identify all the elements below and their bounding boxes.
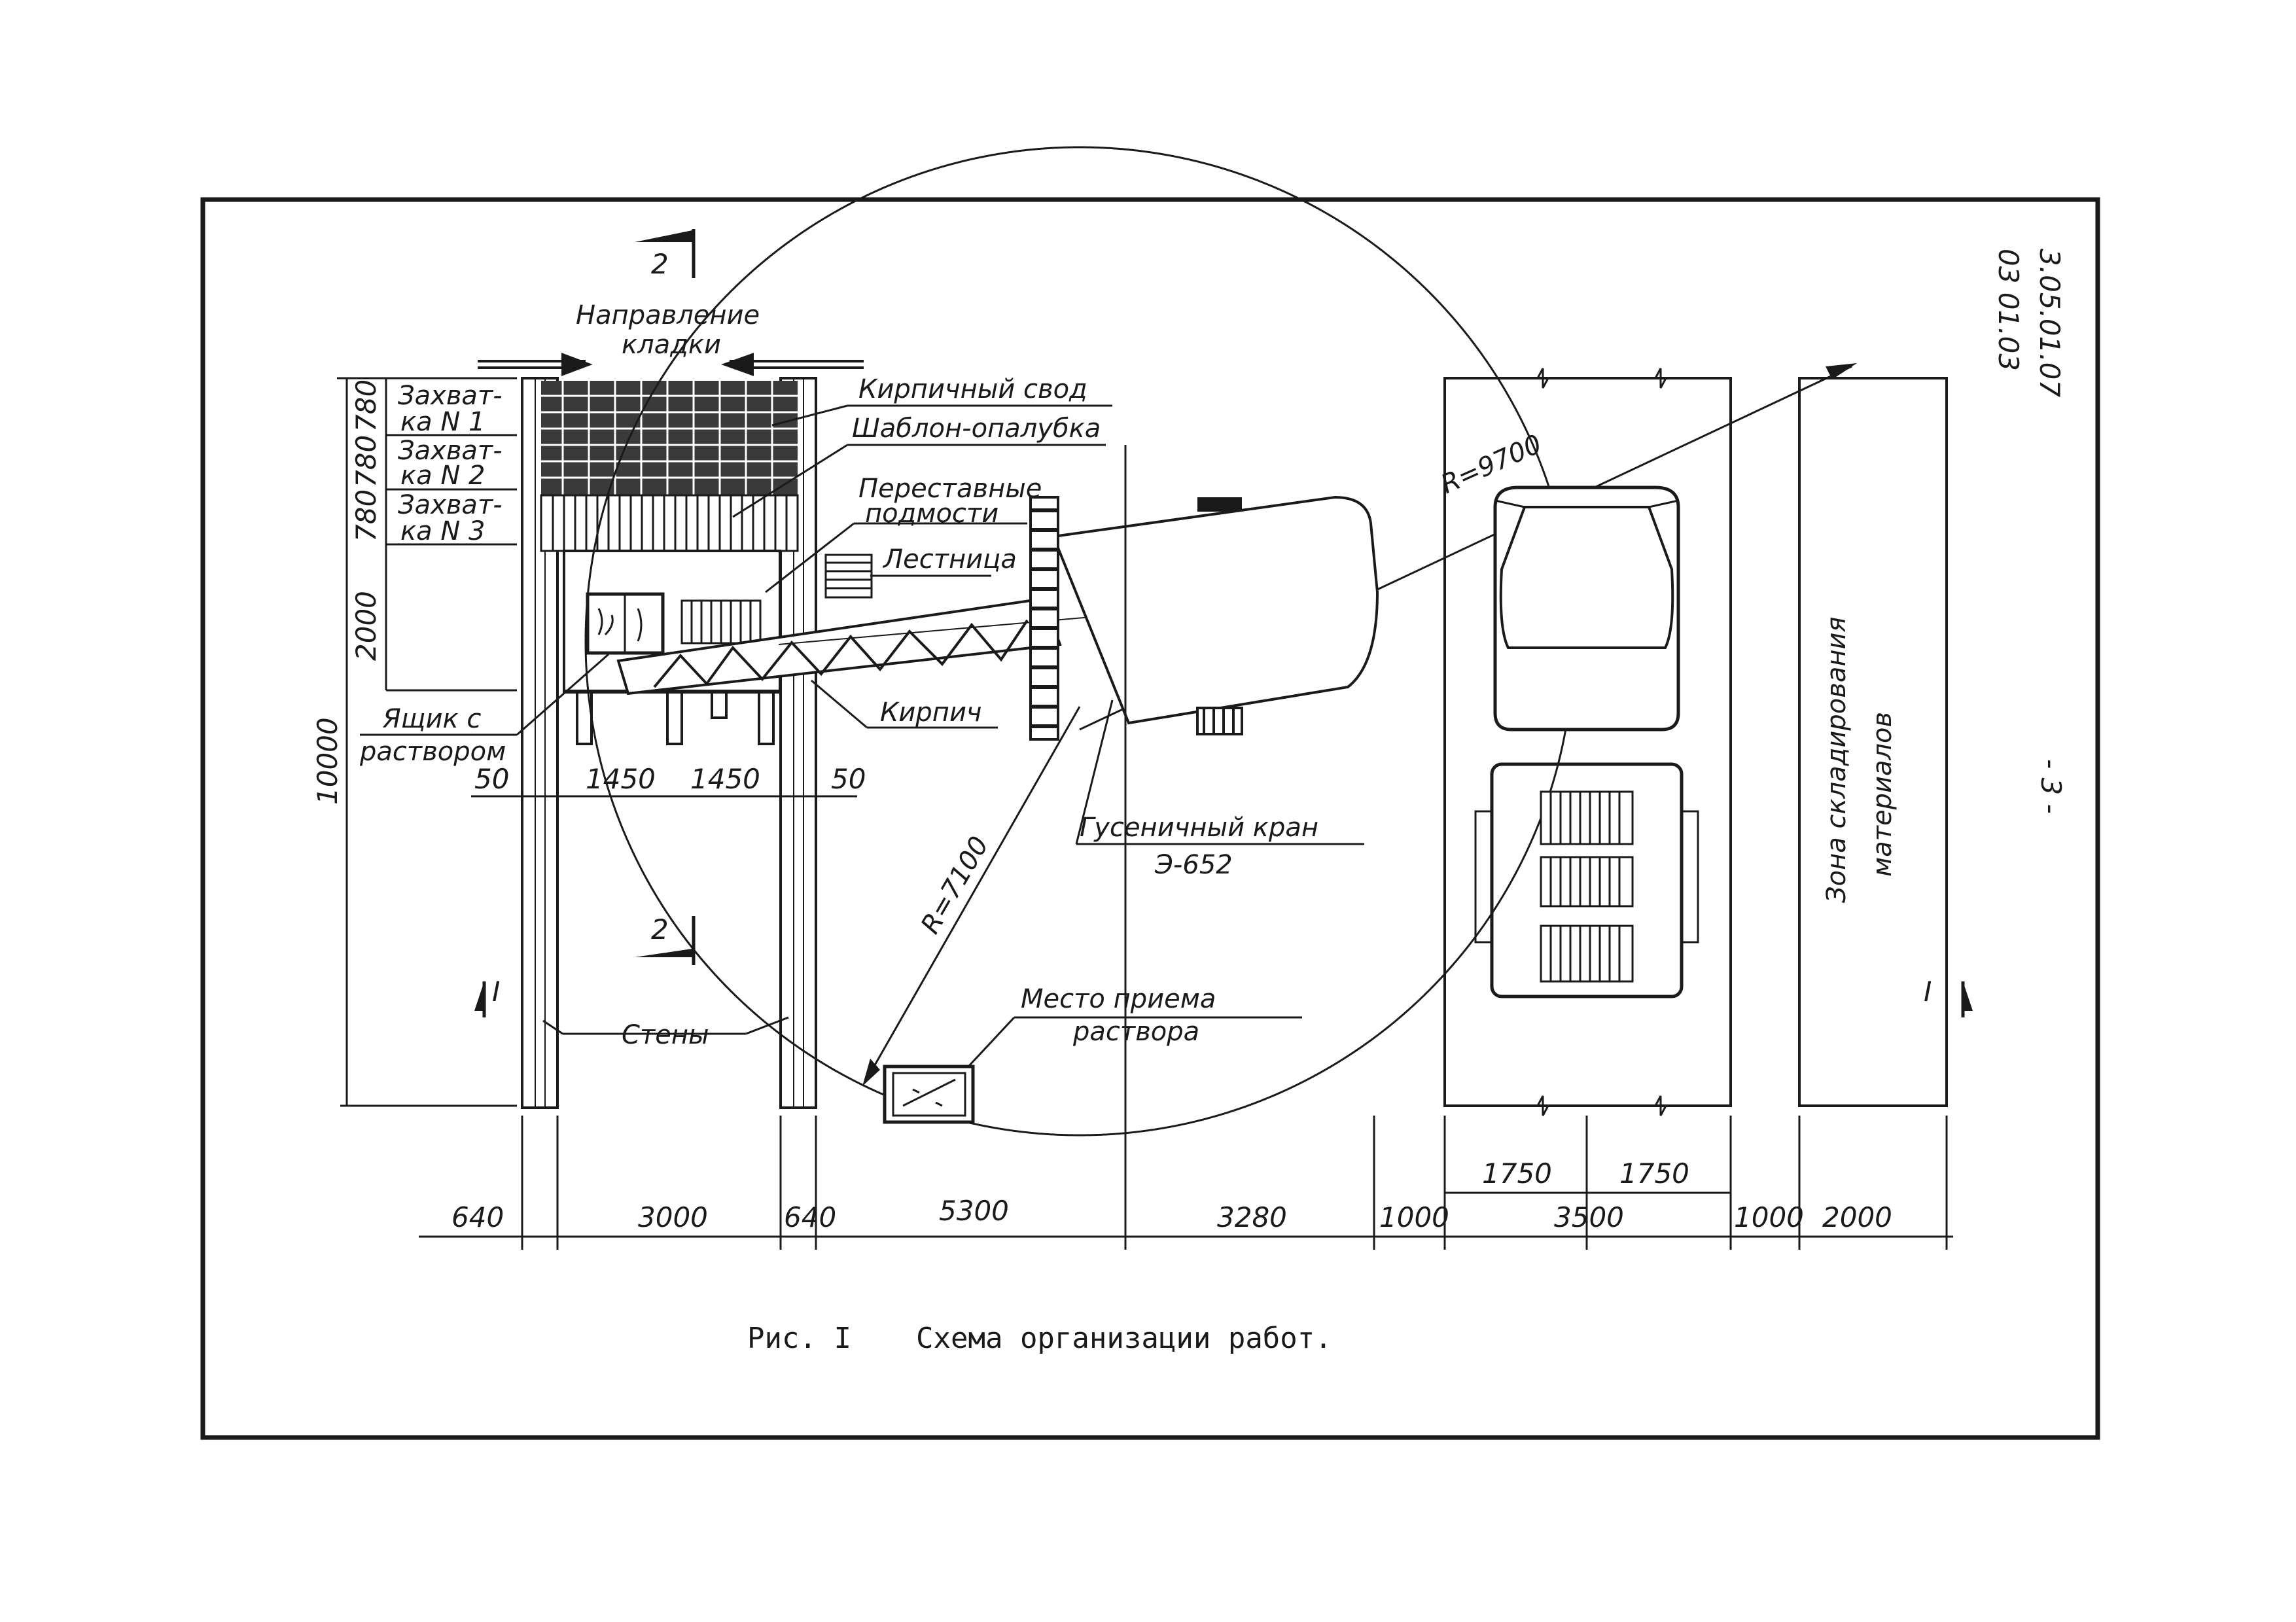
inner-dim-right: 50 <box>831 763 866 795</box>
crane-model-label: Э-652 <box>1154 850 1233 880</box>
bottom-dim-4: 5300 <box>939 1195 1009 1227</box>
inner-dim-1: 1450 <box>586 763 656 795</box>
formwork-label: Шаблон-опалубка <box>852 414 1101 444</box>
radius-arrow-large <box>1826 363 1857 379</box>
ladder <box>824 554 873 599</box>
height-dim-total: 10000 <box>311 717 344 805</box>
direction-arrows <box>478 353 864 376</box>
truck <box>1474 485 1699 998</box>
mortar-place-label: Место приема <box>1021 984 1216 1014</box>
scaffold <box>563 550 781 745</box>
svg-text:I: I <box>1924 976 1932 1008</box>
drawing-frame <box>200 197 2100 1440</box>
mortar-place-label-2: раствора <box>1072 1017 1199 1047</box>
zahvatka-3-label-2: ка N 3 <box>400 516 485 546</box>
storage-zone-label: Зона складирования <box>1822 616 1852 903</box>
section-marker-I-right: I <box>1924 976 1973 1017</box>
crane-cab <box>1051 495 1379 725</box>
brick-vault <box>541 381 798 495</box>
zahvatka-2-label: Захват- <box>398 436 503 466</box>
section-marker-I-left: I <box>474 976 500 1017</box>
bottom-dim-7: 3500 <box>1554 1201 1624 1233</box>
inner-dim-left: 50 <box>474 763 509 795</box>
truck-lane <box>1443 368 1732 1116</box>
document-code: 3.05.01.07 <box>2034 249 2066 397</box>
walls-label: Стены <box>622 1020 709 1050</box>
truck-cargo-pallets <box>1540 790 1634 983</box>
mortar-box-scaffold <box>586 592 665 655</box>
zahvatka-1-label: Захват- <box>398 381 503 411</box>
bottom-dim-2: 3000 <box>638 1201 708 1233</box>
zahvatka-dimension-lines <box>337 377 517 1107</box>
inner-dim-2: 1450 <box>690 763 760 795</box>
mortar-box-label-2: раствором <box>359 737 506 767</box>
bottom-dim-6: 1000 <box>1379 1201 1449 1233</box>
bottom-dim-1: 640 <box>451 1201 504 1233</box>
formwork <box>540 494 799 552</box>
bottom-dim-5: 3280 <box>1217 1201 1287 1233</box>
direction-label: Направление <box>576 300 760 330</box>
zahvatka-1-label-2: ка N 1 <box>400 407 485 437</box>
brick-label: Кирпич <box>880 697 982 728</box>
storage-zone-label-2: материалов <box>1867 712 1898 877</box>
brick-vault-label: Кирпичный свод <box>858 374 1087 404</box>
bottom-dim-8: 1000 <box>1734 1201 1804 1233</box>
svg-text:2: 2 <box>651 913 669 945</box>
svg-text:I: I <box>492 976 500 1008</box>
brick-stack-scaffold <box>680 599 762 644</box>
zahvatka-3-label: Захват- <box>398 490 503 520</box>
crane-track-left <box>1029 496 1059 741</box>
bottom-dim-9: 2000 <box>1822 1201 1892 1233</box>
section-marker-2-top: 2 <box>635 229 696 280</box>
figure-caption: Схема организации работ. <box>916 1322 1332 1355</box>
height-dim-2: 780 <box>350 435 382 487</box>
height-dim-3: 780 <box>350 489 382 542</box>
scaffold-label: Переставные <box>858 474 1042 504</box>
crane-label: Гусеничный кран <box>1080 813 1318 843</box>
bottom-dim-3: 640 <box>784 1201 836 1233</box>
bottom-dimension-lines <box>419 445 1953 1250</box>
document-code-2: 03 01.03 <box>1992 249 2024 371</box>
callout-leaders <box>360 404 1364 1068</box>
truck-half-right-dim: 1750 <box>1619 1157 1689 1190</box>
section-marker-2-bottom: 2 <box>635 913 696 965</box>
truck-half-left-dim: 1750 <box>1482 1157 1552 1190</box>
svg-text:2: 2 <box>651 248 669 280</box>
height-dim-4: 2000 <box>350 591 382 661</box>
page-number: - 3 - <box>2035 759 2067 814</box>
direction-label-2: кладки <box>622 330 721 360</box>
figure-caption-number: Рис. I <box>747 1322 851 1355</box>
storage-zone <box>1798 377 1948 1107</box>
height-dim-1: 780 <box>350 379 382 432</box>
scaffold-label-2: подмости <box>865 499 998 529</box>
ladder-label: Лестница <box>882 544 1017 574</box>
crane-track-right <box>1196 497 1243 735</box>
mortar-reception-box <box>883 1065 975 1124</box>
mortar-box-label: Ящик с <box>382 704 481 734</box>
zahvatka-2-label-2: ка N 2 <box>400 461 485 491</box>
radius-line-small <box>869 706 1081 1074</box>
radius-arrow-small <box>862 1059 880 1086</box>
